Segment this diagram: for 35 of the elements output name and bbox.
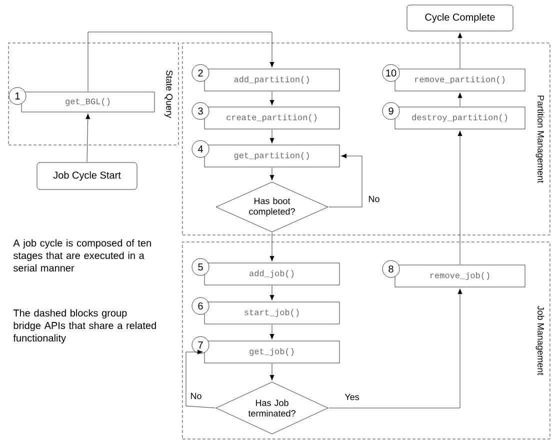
arrow: [270, 167, 274, 180]
step-number: 4: [192, 140, 210, 158]
arrow: [270, 232, 274, 262]
arrow: [270, 91, 274, 106]
group-label: State Query: [164, 70, 173, 118]
group-label: Partition Management: [536, 96, 544, 183]
step-number: 1: [8, 87, 26, 105]
arrow: [270, 324, 274, 340]
arrow: [458, 130, 462, 265]
group-label: Job Management: [536, 306, 544, 376]
arrow: [86, 114, 90, 162]
arrow: [270, 129, 274, 144]
arrow: [88, 32, 274, 92]
step-number: 10: [382, 64, 400, 82]
edge-label: Yes: [344, 392, 360, 402]
step-number: 8: [382, 260, 400, 278]
arrow: [186, 350, 216, 408]
step-number: 5: [192, 258, 210, 276]
arrow: [270, 363, 274, 380]
edge-label: No: [367, 194, 381, 204]
step-number: 3: [192, 102, 210, 120]
arrow: [458, 92, 462, 107]
arrow: [328, 288, 462, 408]
terminal-box: Cycle Complete: [406, 4, 514, 32]
note-text: A job cycle is composed of ten stages that are executed in a serial manner: [13, 239, 151, 272]
arrow: [328, 154, 362, 208]
arrow: [458, 32, 462, 69]
arrow: [270, 285, 274, 300]
terminal-box: Job Cycle Start: [36, 162, 138, 190]
step-number: 7: [192, 336, 210, 354]
note-text: The dashed blocks group bridge APIs that share a related functionality: [13, 309, 156, 344]
edge-label: No: [189, 392, 203, 400]
step-number: 6: [192, 297, 210, 315]
step-number: 9: [382, 102, 400, 120]
step-number: 2: [192, 64, 210, 82]
